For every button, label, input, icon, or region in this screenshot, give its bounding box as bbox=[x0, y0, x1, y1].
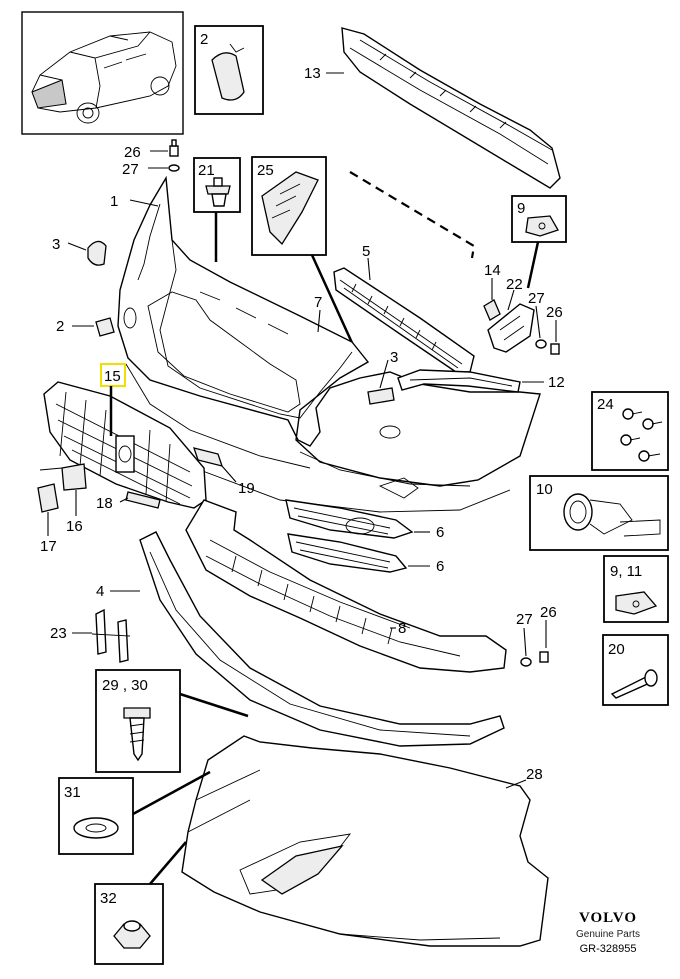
callout-17: 17 bbox=[40, 538, 57, 555]
callout-27-bottom: 27 bbox=[516, 611, 533, 628]
callout-4: 4 bbox=[96, 583, 104, 600]
callout-15: 15 bbox=[104, 368, 121, 385]
part-6-fog-grille-upper bbox=[285, 499, 414, 539]
part-6-fog-grille-lower bbox=[287, 533, 408, 573]
volvo-logo: VOLVO bbox=[578, 910, 638, 926]
callout-26-top: 26 bbox=[124, 144, 141, 161]
box-label-10: 10 bbox=[536, 481, 553, 498]
callout-28: 28 bbox=[526, 766, 543, 783]
box-label-32: 32 bbox=[100, 890, 117, 907]
callout-18: 18 bbox=[96, 495, 113, 512]
car-overview bbox=[21, 11, 184, 135]
box-item-2: 2 bbox=[194, 25, 264, 115]
callout-7: 7 bbox=[314, 294, 322, 311]
right-bracket-group bbox=[483, 299, 560, 355]
part-23-bracket bbox=[91, 608, 131, 663]
box-label-24: 24 bbox=[597, 396, 614, 413]
brand-subtitle: Genuine Parts bbox=[576, 929, 640, 940]
part-12-trim bbox=[397, 369, 521, 393]
part-13-beam bbox=[341, 27, 561, 189]
callout-13: 13 bbox=[304, 65, 321, 82]
callout-6-upper: 6 bbox=[436, 524, 444, 541]
box-item-20: 20 bbox=[602, 634, 669, 706]
box-label-9: 9 bbox=[517, 200, 525, 217]
callout-27-top: 27 bbox=[122, 161, 139, 178]
callout-27-right: 27 bbox=[528, 290, 545, 307]
callout-23: 23 bbox=[50, 625, 67, 642]
box-label-31: 31 bbox=[64, 784, 81, 801]
callout-26-right: 26 bbox=[546, 304, 563, 321]
callout-2: 2 bbox=[56, 318, 64, 335]
box-item-24: 24 bbox=[591, 391, 669, 471]
callout-16: 16 bbox=[66, 518, 83, 535]
volvo-brand-block: VOLVO Genuine Parts GR-328955 bbox=[552, 910, 664, 955]
callout-8: 8 bbox=[398, 620, 406, 637]
callout-19: 19 bbox=[238, 480, 255, 497]
callout-5: 5 bbox=[362, 243, 370, 260]
diagram-reference: GR-328955 bbox=[579, 943, 637, 955]
box-item-25: 25 bbox=[251, 156, 327, 256]
box-item-29-30: 29 , 30 bbox=[95, 669, 181, 773]
callout-1: 1 bbox=[110, 193, 118, 210]
box-item-31: 31 bbox=[58, 777, 134, 855]
callout-3-right: 3 bbox=[390, 349, 398, 366]
box-item-21: 21 bbox=[193, 157, 241, 213]
box-label-9-11: 9, 11 bbox=[610, 563, 642, 580]
callout-14: 14 bbox=[484, 262, 501, 279]
callout-6-lower: 6 bbox=[436, 558, 444, 575]
part-8-lower-grille bbox=[185, 499, 507, 673]
box-label-21: 21 bbox=[198, 162, 215, 179]
callout-26-bottom: 26 bbox=[540, 604, 557, 621]
box-label-29-30: 29 , 30 bbox=[102, 677, 148, 694]
part-4-lower-spoiler bbox=[139, 531, 505, 747]
box-item-32: 32 bbox=[94, 883, 164, 965]
callout-22: 22 bbox=[506, 276, 523, 293]
box-item-9-top: 9 bbox=[511, 195, 567, 243]
box-label-20: 20 bbox=[608, 641, 625, 658]
bolt-26-top bbox=[168, 139, 180, 172]
part-28-underbody-shield bbox=[181, 735, 549, 947]
box-item-9-11: 9, 11 bbox=[603, 555, 669, 623]
callout-12: 12 bbox=[548, 374, 565, 391]
callout-3-left: 3 bbox=[52, 236, 60, 253]
part-15-grille bbox=[43, 381, 207, 509]
box-label-25: 25 bbox=[257, 162, 274, 179]
box-label-2: 2 bbox=[200, 31, 208, 48]
box-item-10: 10 bbox=[529, 475, 669, 551]
